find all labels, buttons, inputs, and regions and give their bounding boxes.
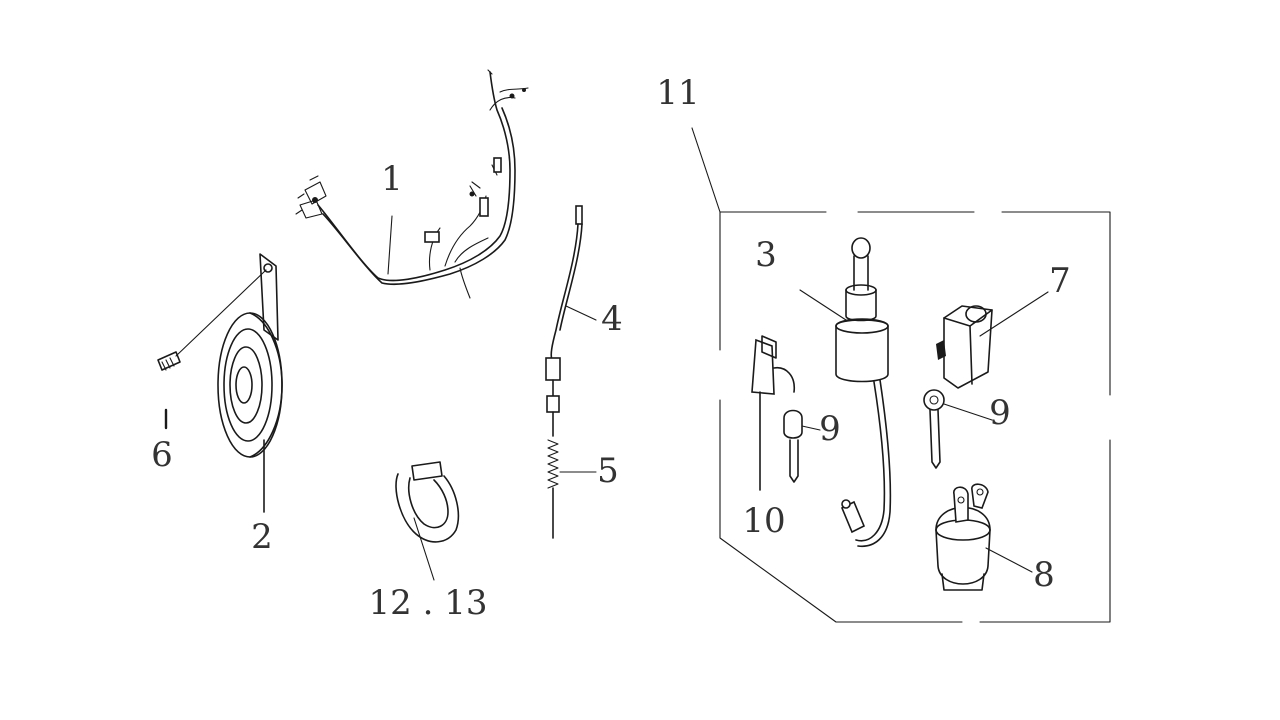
callout-1: 1	[381, 159, 403, 199]
bolt	[157, 269, 267, 430]
callout-11: 11	[656, 73, 699, 113]
horn	[217, 253, 283, 513]
key	[783, 409, 821, 483]
seat-lock	[751, 335, 796, 491]
wiring-harness	[295, 69, 529, 299]
callout-6: 6	[151, 435, 173, 475]
callout-3: 3	[755, 235, 777, 275]
callout-4: 4	[601, 299, 623, 339]
callout-12-13: 12 . 13	[369, 583, 488, 623]
callout-2: 2	[251, 517, 273, 557]
callout-5: 5	[597, 451, 619, 491]
speedometer-cable	[545, 205, 597, 539]
callout-9-left: 9	[819, 409, 841, 449]
key-set-box	[691, 127, 1111, 623]
callout-9-right: 9	[989, 393, 1011, 433]
callout-8: 8	[1033, 555, 1055, 595]
key-right	[923, 389, 993, 469]
steering-lock	[936, 291, 1049, 389]
callout-10: 10	[742, 501, 785, 541]
fuel-cap-lock	[935, 483, 1033, 591]
ignition-switch	[799, 237, 892, 547]
callout-7: 7	[1049, 261, 1071, 301]
cable-clamp	[395, 461, 460, 581]
